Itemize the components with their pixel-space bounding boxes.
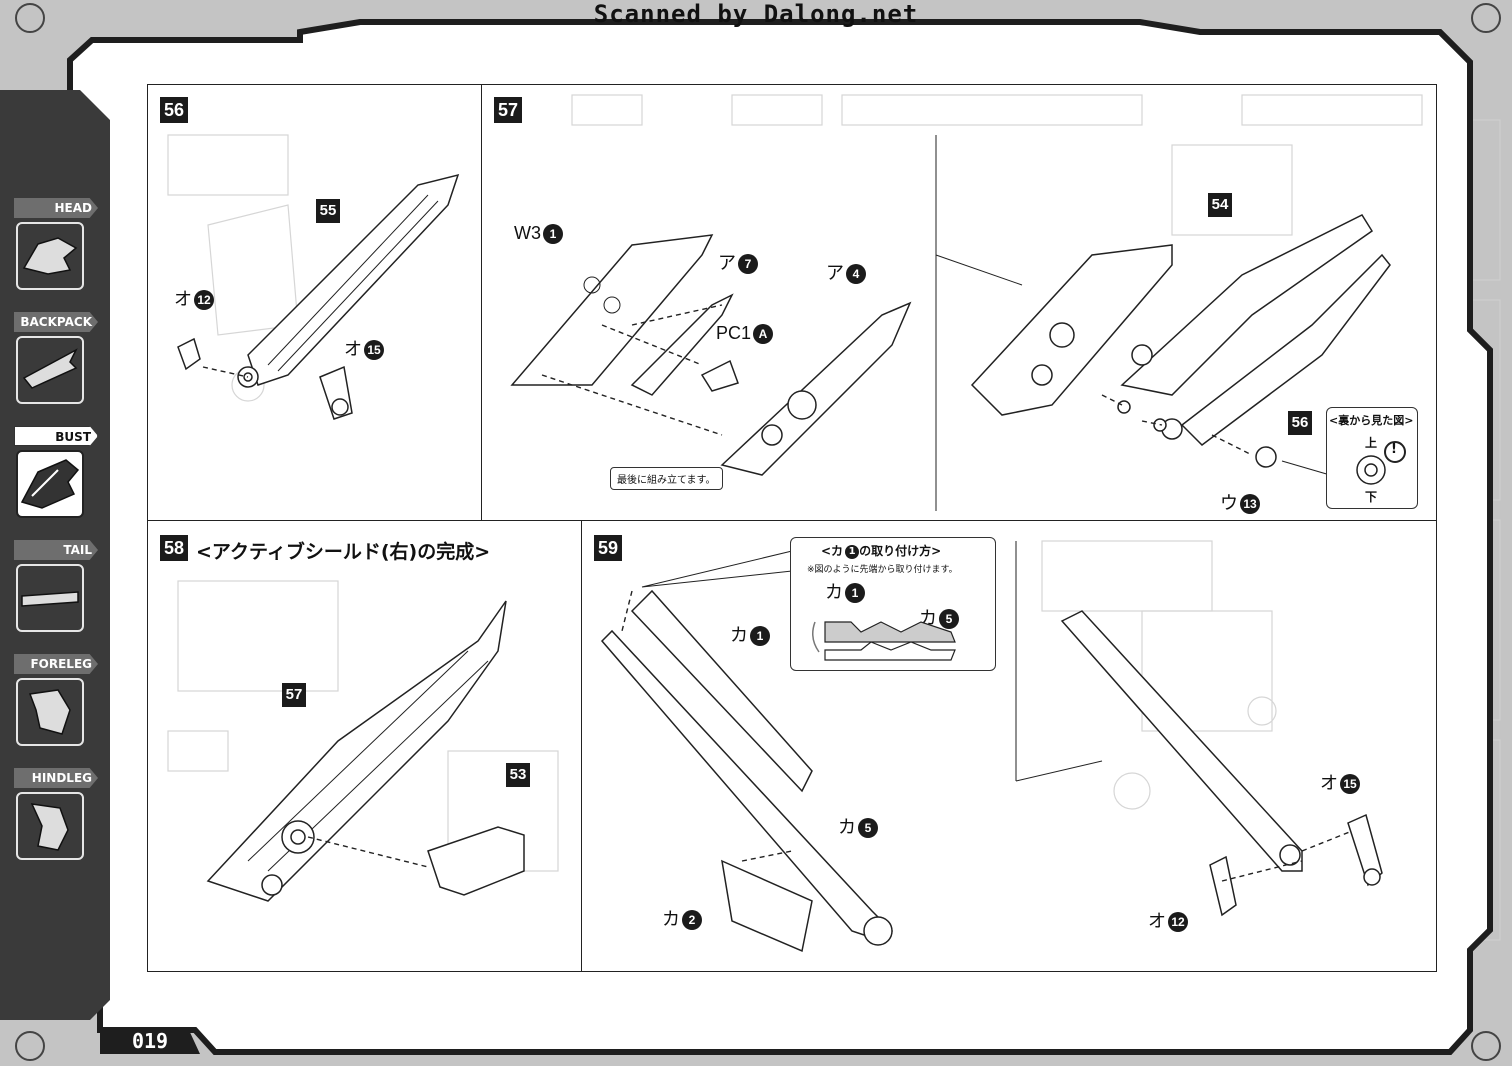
step-57-part-54: 54	[1208, 193, 1232, 217]
callout-num: 12	[1168, 912, 1188, 933]
page-number: 019	[100, 1028, 200, 1054]
callout-text: オ	[1320, 773, 1338, 793]
tab-foreleg-label: FORELEG	[14, 654, 98, 674]
step-58-illustration	[167, 580, 559, 902]
back-view-title: <裏から見た図>	[1329, 414, 1414, 427]
step-59-number: 59	[594, 535, 622, 561]
backpack-parts-icon	[16, 336, 84, 404]
callout-num: 1	[543, 224, 563, 245]
callout-text: カ	[838, 817, 856, 837]
step-58-part-53: 53	[506, 763, 530, 787]
tab-backpack[interactable]: BACKPACK	[0, 304, 100, 418]
warning-icon: !	[1391, 442, 1397, 457]
callout-text: ウ	[1220, 493, 1238, 513]
step-56-illustration	[167, 134, 460, 420]
step-57-illustration	[510, 94, 1423, 511]
bust-parts-icon	[16, 450, 84, 518]
callout-num: 12	[194, 290, 214, 311]
tab-head[interactable]: HEAD	[0, 190, 100, 304]
tab-tail-label: TAIL	[14, 540, 98, 560]
attach-inset-note: ※図のように先端から取り付けます。	[807, 565, 958, 575]
step-56-part-55: 55	[316, 199, 340, 223]
tail-parts-icon	[16, 564, 84, 632]
tab-bust-label: BUST	[14, 426, 98, 446]
callout-num: 2	[682, 910, 702, 931]
head-parts-icon	[16, 222, 84, 290]
section-sidebar: HEAD BACKPACK BUST TAIL FORELEG HINDLEG	[0, 190, 100, 874]
attach-title-text: <カ	[821, 544, 844, 558]
callout-num: 1	[845, 583, 865, 604]
callout-text: PC1	[716, 323, 752, 343]
callout-num: 5	[939, 609, 959, 630]
callout-num: 1	[750, 626, 770, 647]
callout-num: 4	[846, 264, 866, 285]
tab-hindleg[interactable]: HINDLEG	[0, 760, 100, 874]
callout-num: 5	[858, 818, 878, 839]
step-57-number: 57	[494, 97, 522, 123]
step-56-number: 56	[160, 97, 188, 123]
step-58-title: <アクティブシールド(右)の完成>	[196, 541, 491, 563]
tab-foreleg[interactable]: FORELEG	[0, 646, 100, 760]
tab-tail[interactable]: TAIL	[0, 532, 100, 646]
callout-num: 15	[1340, 774, 1360, 795]
callout-num: 13	[1240, 494, 1260, 515]
step-58-part-57: 57	[282, 683, 306, 707]
callout-text: ア	[718, 253, 736, 273]
tab-bust[interactable]: BUST	[0, 418, 100, 532]
callout-text: ア	[826, 263, 844, 283]
step-58-panel: 58 <アクティブシールド(右)の完成> 57 53	[147, 520, 583, 972]
attach-title-suffix: の取り付け方>	[859, 544, 942, 558]
back-view-bottom: 下	[1365, 490, 1378, 504]
attach-title-num: 1	[845, 544, 860, 559]
callout-text: オ	[174, 289, 192, 309]
callout-num: 15	[364, 340, 384, 361]
tab-head-label: HEAD	[14, 198, 98, 218]
step-58-number: 58	[160, 535, 188, 561]
hindleg-parts-icon	[16, 792, 84, 860]
step-57-back-view-inset: <裏から見た図> 上 ! 下	[1326, 407, 1418, 509]
callout-text: オ	[344, 339, 362, 359]
callout-text: カ	[825, 582, 843, 602]
callout-num: A	[753, 324, 774, 345]
foreleg-parts-icon	[16, 678, 84, 746]
callout-text: カ	[730, 625, 748, 645]
tab-hindleg-label: HINDLEG	[14, 768, 98, 788]
callout-text: オ	[1148, 911, 1166, 931]
back-view-top: 上	[1365, 436, 1378, 450]
scan-watermark: Scanned by Dalong.net	[593, 0, 919, 28]
callout-text: W3	[514, 223, 541, 243]
step-57-part-56: 56	[1288, 411, 1312, 435]
step-57-note: 最後に組み立てます。	[610, 467, 723, 490]
callout-text: カ	[662, 909, 680, 929]
callout-num: 7	[738, 254, 758, 275]
tab-backpack-label: BACKPACK	[14, 312, 98, 332]
step-59-illustration	[600, 540, 1383, 953]
